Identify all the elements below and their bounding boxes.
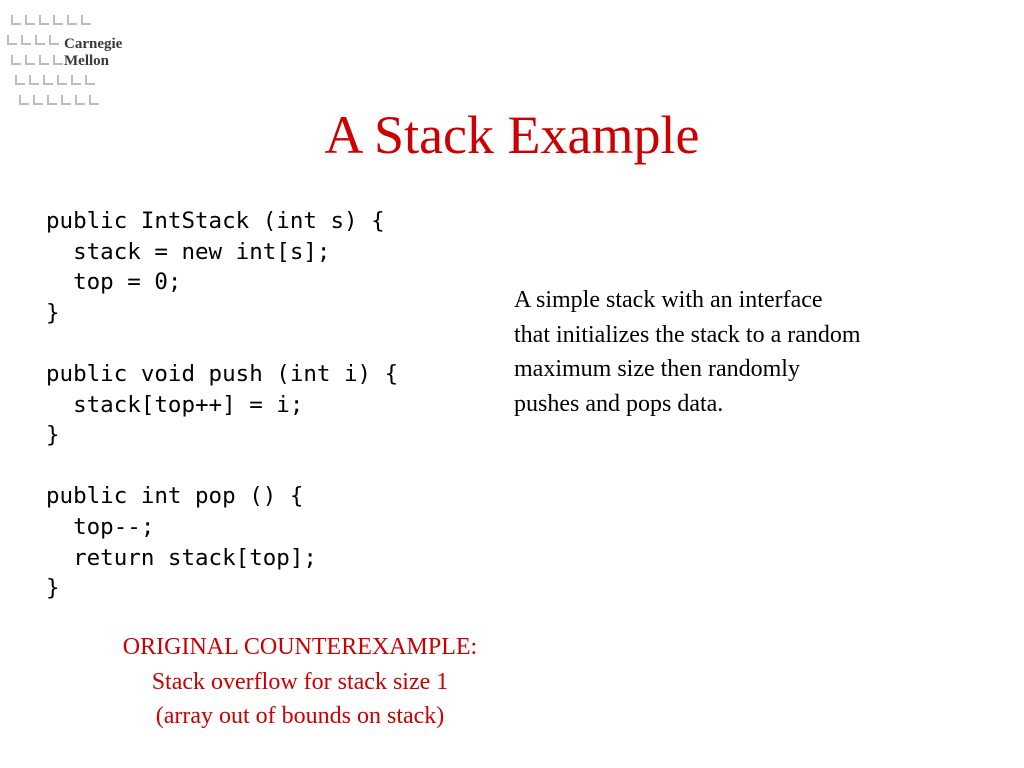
logo-line-mellon: Mellon [64, 53, 109, 69]
code-line: top = 0; [46, 269, 182, 296]
code-line: } [46, 422, 60, 449]
counterexample-heading: ORIGINAL COUNTEREXAMPLE: [122, 634, 478, 660]
logo-line-carnegie: Carnegie [64, 36, 123, 52]
grid-pattern-icon [7, 15, 99, 105]
code-line: stack[top++] = i; [46, 391, 304, 418]
code-line: top--; [46, 513, 155, 540]
code-block: public IntStack (int s) { stack = new in… [46, 206, 398, 604]
description-line: pushes and pops data. [514, 390, 724, 417]
counterexample-line: (array out of bounds on stack) [155, 703, 445, 729]
description-line: that initializes the stack to a random [514, 321, 861, 348]
code-line: public void push (int i) { [46, 360, 399, 387]
description-line: maximum size then randomly [514, 356, 800, 382]
code-line: } [46, 575, 60, 602]
counterexample-line: Stack overflow for stack size 1 [151, 668, 449, 695]
code-line: return stack[top]; [46, 544, 317, 571]
counterexample-note: ORIGINAL COUNTEREXAMPLE: Stack overflow … [60, 630, 540, 734]
code-line-blank [46, 451, 398, 482]
carnegie-mellon-logo: Carnegie Mellon [4, 6, 144, 116]
description-line: A simple stack with an interface [514, 287, 823, 313]
code-line: public int pop () { [46, 483, 304, 510]
code-line-blank [46, 328, 398, 359]
slide-title: A Stack Example [324, 105, 700, 165]
logo-wordmark: Carnegie Mellon [64, 36, 122, 70]
description-text: A simple stack with an interface that in… [514, 283, 954, 421]
code-line: public IntStack (int s) { [46, 208, 385, 234]
code-line: stack = new int[s]; [46, 238, 331, 265]
code-line: } [46, 299, 60, 326]
